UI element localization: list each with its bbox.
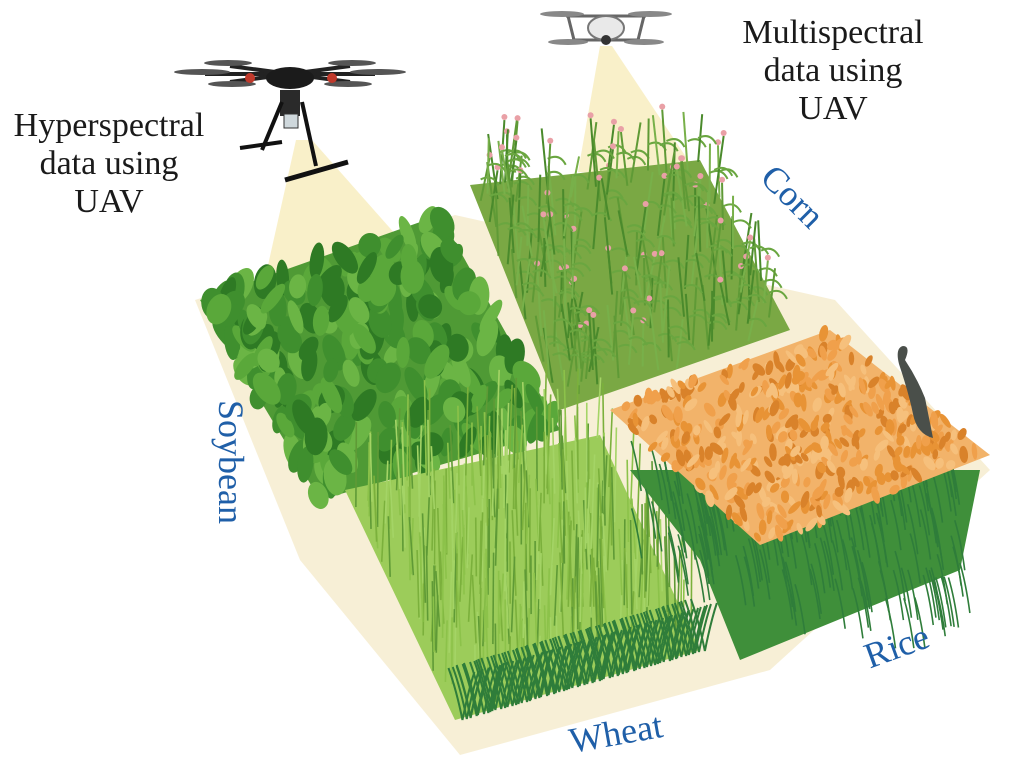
hexacopter-drone-icon <box>174 60 406 183</box>
rice-plot <box>610 324 990 660</box>
quadcopter-drone-icon <box>540 11 672 45</box>
soybean-label: Soybean <box>211 400 251 524</box>
hyperspectral-caption: Hyperspectral data using UAV <box>13 107 205 220</box>
corn-plot <box>470 103 790 410</box>
multispectral-beam <box>578 46 700 178</box>
soybean-plot <box>200 206 561 509</box>
multispectral-caption: Multispectral data using UAV <box>742 14 924 127</box>
